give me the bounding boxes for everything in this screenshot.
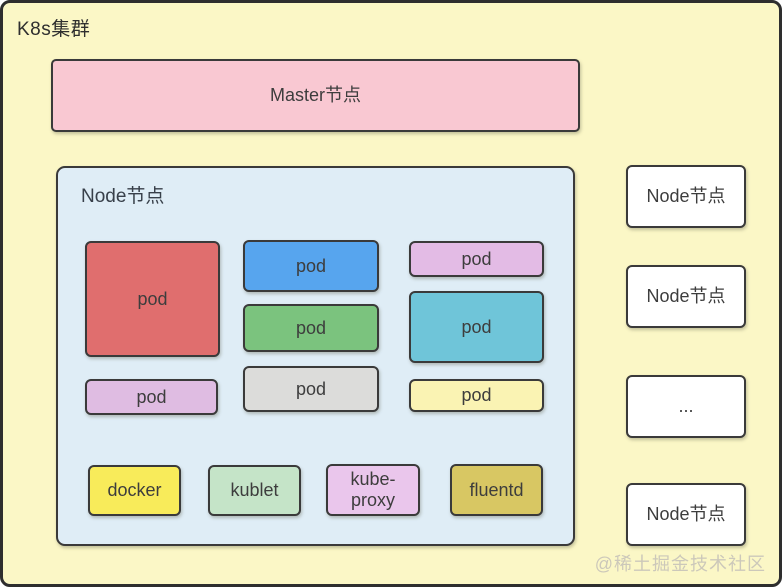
pod-box: pod [409, 291, 544, 363]
master-node-box: Master节点 [51, 59, 580, 132]
pod-label: pod [461, 385, 492, 406]
cluster-title: K8s集群 [17, 19, 91, 40]
component-box-kube-proxy: kube-proxy [326, 464, 420, 516]
component-label: docker [107, 480, 162, 501]
component-box-docker: docker [88, 465, 181, 516]
pod-box: pod [243, 240, 379, 292]
pod-label: pod [136, 386, 167, 407]
pod-label: pod [295, 317, 327, 338]
pod-box: pod [85, 379, 218, 415]
other-node-box: Node节点 [626, 265, 746, 328]
pod-label: pod [137, 288, 168, 309]
component-label: kublet [230, 480, 279, 501]
pod-box: pod [243, 304, 379, 352]
component-box-kublet: kublet [208, 465, 301, 516]
other-node-label: ... [678, 396, 694, 417]
node-main-label: Node节点 [81, 186, 165, 207]
pod-label: pod [461, 316, 492, 337]
other-node-box: Node节点 [626, 165, 746, 228]
pod-label: pod [295, 255, 327, 276]
pod-label: pod [295, 378, 327, 399]
pod-box: pod [409, 241, 544, 277]
component-label: fluentd [469, 479, 524, 500]
master-node-label: Master节点 [269, 85, 361, 106]
other-node-box: Node节点 [626, 483, 746, 546]
other-node-label: Node节点 [646, 504, 726, 525]
component-label: kube-proxy [350, 469, 396, 510]
other-node-box: ... [626, 375, 746, 438]
pod-box: pod [85, 241, 220, 357]
other-node-label: Node节点 [646, 286, 726, 307]
pod-label: pod [461, 248, 492, 269]
pod-box: pod [243, 366, 379, 412]
node-main-box: Node节点 pod pod pod pod pod pod pod [56, 166, 575, 546]
pod-box: pod [409, 379, 544, 412]
other-node-label: Node节点 [646, 186, 726, 207]
component-box-fluentd: fluentd [450, 464, 543, 516]
watermark: @稀土掘金技术社区 [594, 554, 766, 574]
